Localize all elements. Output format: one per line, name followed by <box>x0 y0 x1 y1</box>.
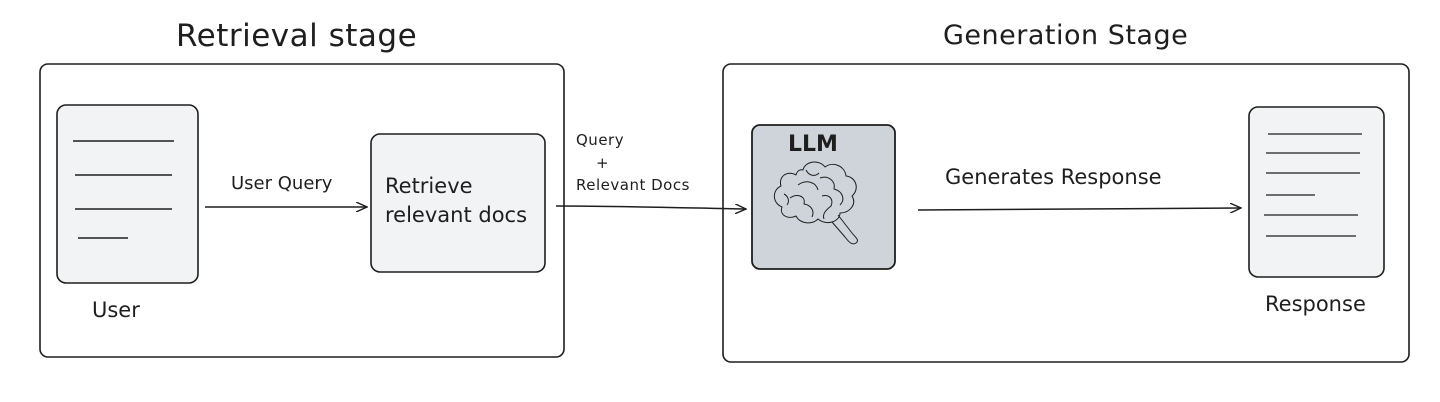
retrieve-box-label-line2: relevant docs <box>385 203 528 227</box>
handoff-label-line2: + <box>596 154 610 172</box>
handoff-label-line3: Relevant Docs <box>576 176 690 194</box>
retrieve-box-label-line1: Retrieve <box>385 174 473 198</box>
handoff-label-line1: Query <box>576 131 625 149</box>
retrieval-stage-title: Retrieval stage <box>176 18 418 54</box>
brain-icon <box>773 161 858 245</box>
generation-stage-title: Generation Stage <box>943 20 1189 51</box>
query-docs-arrow <box>555 206 746 209</box>
generation-stage-frame <box>722 63 1410 363</box>
generates-response-arrow <box>917 208 1241 210</box>
retrieval-stage-frame <box>39 63 565 358</box>
retrieve-docs-box <box>370 133 546 273</box>
response-document-icon <box>1248 106 1385 278</box>
response-label: Response <box>1265 292 1366 316</box>
user-query-label: User Query <box>231 173 333 194</box>
llm-label: LLM <box>788 132 838 157</box>
user-label: User <box>92 298 140 322</box>
llm-box <box>751 124 896 270</box>
generates-response-label: Generates Response <box>945 165 1162 189</box>
user-document-icon <box>56 104 199 284</box>
